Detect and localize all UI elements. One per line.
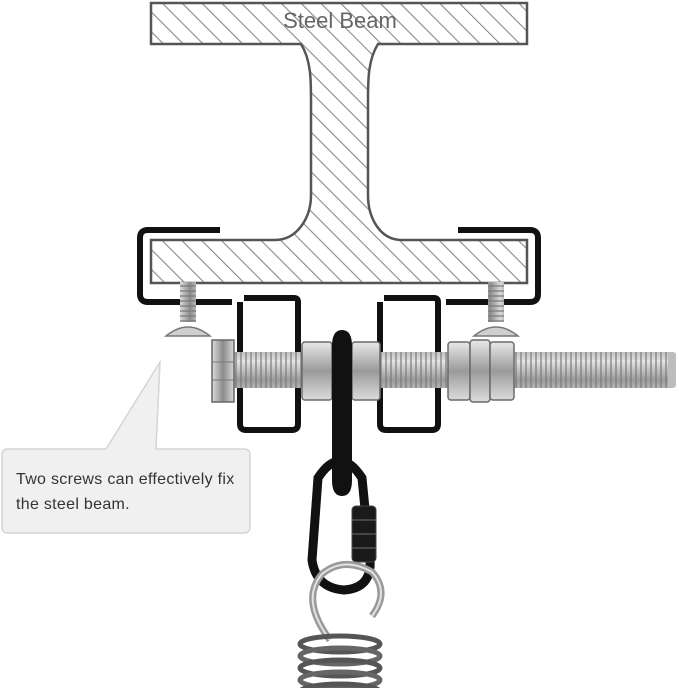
hex-nut [447, 341, 471, 401]
bolt-head [211, 339, 235, 403]
left-bracket-jaw [137, 227, 232, 305]
hex-nut [351, 341, 381, 401]
right-u-bracket [377, 295, 441, 433]
rod-end [668, 352, 676, 388]
steel-beam [149, 1, 529, 285]
callout-bubble [1, 359, 251, 534]
right-bracket-jaw [446, 227, 541, 305]
hanger-plate [332, 330, 352, 496]
callout-text: Two screws can effectively fix the steel… [16, 471, 235, 513]
spring-coils [297, 633, 383, 688]
right-screw-head [471, 326, 521, 337]
right-set-screw [488, 282, 504, 322]
hex-nut [301, 341, 333, 401]
left-screw-head [163, 326, 213, 337]
left-set-screw [180, 282, 196, 322]
callout-box: Two screws can effectively fix the steel… [2, 449, 250, 533]
hex-nut [489, 341, 515, 401]
left-u-bracket [237, 295, 301, 433]
hex-nut [469, 339, 491, 403]
